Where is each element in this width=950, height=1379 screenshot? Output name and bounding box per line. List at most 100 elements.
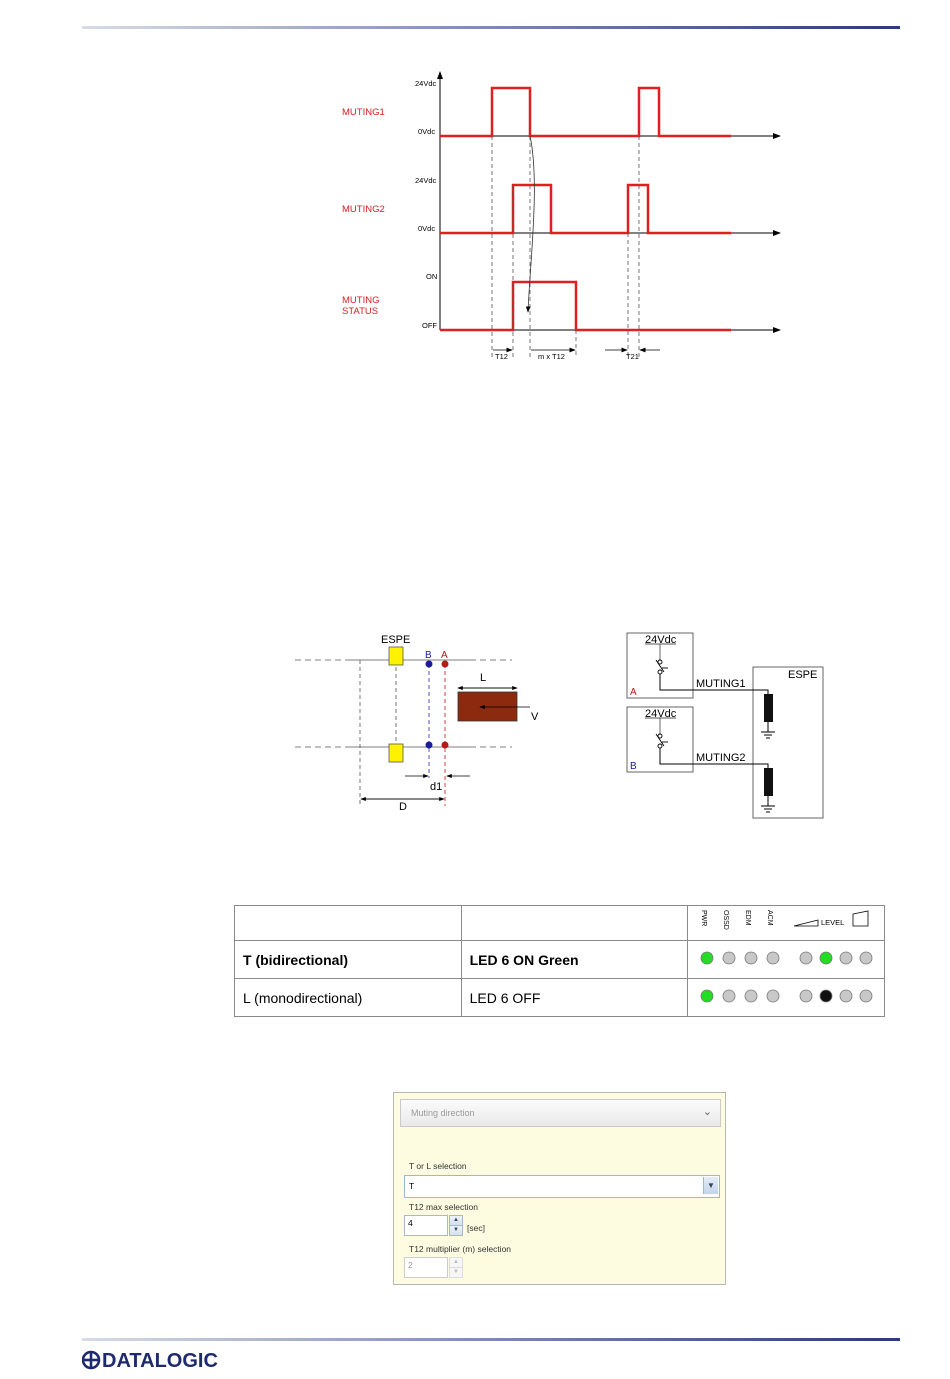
led-indicator-green (700, 989, 714, 1003)
chevron-down-icon[interactable]: ⌄ (702, 1106, 712, 1118)
espe-label: ESPE (381, 634, 410, 646)
led-indicator-grey (859, 951, 873, 965)
muting-direction-panel: Muting direction ⌄ T or L selection T ▼ … (393, 1092, 726, 1285)
muting1-label: MUTING1 (342, 107, 385, 118)
length-label: L (480, 672, 486, 684)
led-indicator-grey (722, 951, 736, 965)
table-header-row: PWR OSSD EDM ACM LEVEL (234, 905, 885, 941)
t12-unit: [sec] (467, 1223, 485, 1233)
footer-rule (82, 1338, 900, 1341)
status-on-label: ON (426, 272, 437, 281)
muting2-high-label: 24Vdc (415, 176, 437, 185)
t-or-l-select[interactable]: T ▼ (404, 1175, 720, 1198)
datalogic-symbol-icon (82, 1350, 101, 1370)
muting-direction-led-table: PWR OSSD EDM ACM LEVEL T (bidirectional)… (234, 905, 885, 1017)
espe-receiver (388, 743, 404, 763)
level-box-icon (852, 910, 869, 927)
sensor-a-top (441, 660, 449, 668)
led-indicator-grey (799, 951, 813, 965)
led-status-cell: LED 6 ON Green (460, 940, 689, 979)
led-header-pwr: PWR (700, 910, 707, 926)
multiplier-label: T12 multiplier (m) selection (409, 1244, 512, 1254)
muting-direction-header[interactable]: Muting direction ⌄ (400, 1099, 721, 1127)
t12-max-stepper[interactable]: 4 ▲ ▼ (404, 1215, 463, 1236)
d1-label: d1 (430, 781, 442, 793)
wiring-espe-label: ESPE (788, 669, 817, 681)
muting2-waveform (440, 183, 731, 235)
chevron-down-icon[interactable]: ▼ (703, 1177, 718, 1194)
decrement-arrow-icon[interactable]: ▼ (449, 1267, 463, 1278)
table-row-t: T (bidirectional) LED 6 ON Green (234, 940, 885, 979)
muting-timing-diagram: MUTING1 MUTING2 MUTING STATUS 24Vdc 0Vdc… (342, 71, 781, 361)
multiplier-input[interactable]: 2 (404, 1257, 448, 1278)
muting2-low-label: 0Vdc (418, 224, 435, 233)
sensor-a-label: A (441, 650, 448, 661)
led-header-panel: PWR OSSD EDM ACM LEVEL (700, 910, 869, 930)
decrement-arrow-icon[interactable]: ▼ (449, 1225, 463, 1236)
panel-title: Muting direction (411, 1108, 475, 1118)
muting1-coil (764, 694, 773, 722)
datalogic-logo: DATALOGIC (82, 1350, 218, 1372)
wiring-sensor-b-label: B (630, 761, 637, 772)
sensor-b-label: B (425, 650, 432, 661)
t-or-l-label: T or L selection (409, 1161, 467, 1171)
led-indicator-green (819, 951, 833, 965)
led-indicator-grey (859, 989, 873, 1003)
interval-m-x-t12: m x T12 (538, 352, 565, 361)
led-indicator-grey (839, 951, 853, 965)
brand-wordmark: DATALOGIC (102, 1350, 218, 1372)
header-rule (82, 26, 900, 29)
interval-t21: T21 (626, 352, 639, 361)
mode-cell: T (bidirectional) (234, 940, 462, 979)
sensor-a-bottom (441, 741, 449, 749)
muting1-low-label: 0Vdc (418, 127, 435, 136)
led-indicator-grey (744, 989, 758, 1003)
moving-pallet (457, 691, 518, 722)
espe-emitter (388, 646, 404, 666)
led-row-indicators (700, 951, 873, 965)
muting1-line-label: MUTING1 (696, 678, 746, 690)
led-indicator-grey (799, 989, 813, 1003)
led-status-cell: LED 6 OFF (460, 978, 689, 1017)
led-indicator-grey (766, 989, 780, 1003)
muting1-high-label: 24Vdc (415, 79, 437, 88)
muting-status-label-line1: MUTING (342, 295, 379, 306)
muting-status-label-line2: STATUS (342, 306, 378, 317)
muting-status-waveform (440, 280, 731, 332)
led-indicator-black (819, 989, 833, 1003)
muting2-line-label: MUTING2 (696, 752, 746, 764)
supply-a-label: 24Vdc (645, 634, 677, 646)
wiring-sensor-a-label: A (630, 687, 637, 698)
led-header-acm: ACM (766, 910, 773, 926)
led-indicator-grey (722, 989, 736, 1003)
led-header-edm: EDM (744, 910, 751, 926)
velocity-label: V (531, 711, 539, 723)
d-label: D (399, 801, 407, 813)
status-off-label: OFF (422, 321, 437, 330)
supply-b-label: 24Vdc (645, 708, 677, 720)
mode-cell: L (monodirectional) (234, 978, 462, 1017)
t12-max-input[interactable]: 4 (404, 1215, 448, 1236)
led-indicator-grey (744, 951, 758, 965)
muting-wiring-diagram: 24Vdc 24Vdc A B MUTING1 MUTING2 ESPE (626, 632, 824, 819)
muting2-label: MUTING2 (342, 204, 385, 215)
t12-max-value: 4 (408, 1218, 413, 1228)
led-indicator-grey (839, 989, 853, 1003)
sensor-b-bottom (425, 741, 433, 749)
sensor-b-top (425, 660, 433, 668)
interval-t12: T12 (495, 352, 508, 361)
level-label: LEVEL (821, 918, 844, 927)
muting2-coil (764, 768, 773, 796)
led-row-indicators (700, 989, 873, 1003)
muting1-waveform (440, 86, 731, 138)
t12-max-label: T12 max selection (409, 1202, 478, 1212)
muting-layout-diagram: ESPE B A L V d1 D (295, 634, 539, 813)
led-indicator-grey (766, 951, 780, 965)
level-wedge-icon (793, 919, 819, 927)
led-indicator-green (700, 951, 714, 965)
led-header-ossd: OSSD (722, 910, 729, 930)
t-or-l-value: T (409, 1181, 415, 1191)
multiplier-stepper[interactable]: 2 ▲ ▼ (404, 1257, 463, 1278)
multiplier-value: 2 (408, 1260, 413, 1270)
table-row-l: L (monodirectional) LED 6 OFF (234, 978, 885, 1017)
